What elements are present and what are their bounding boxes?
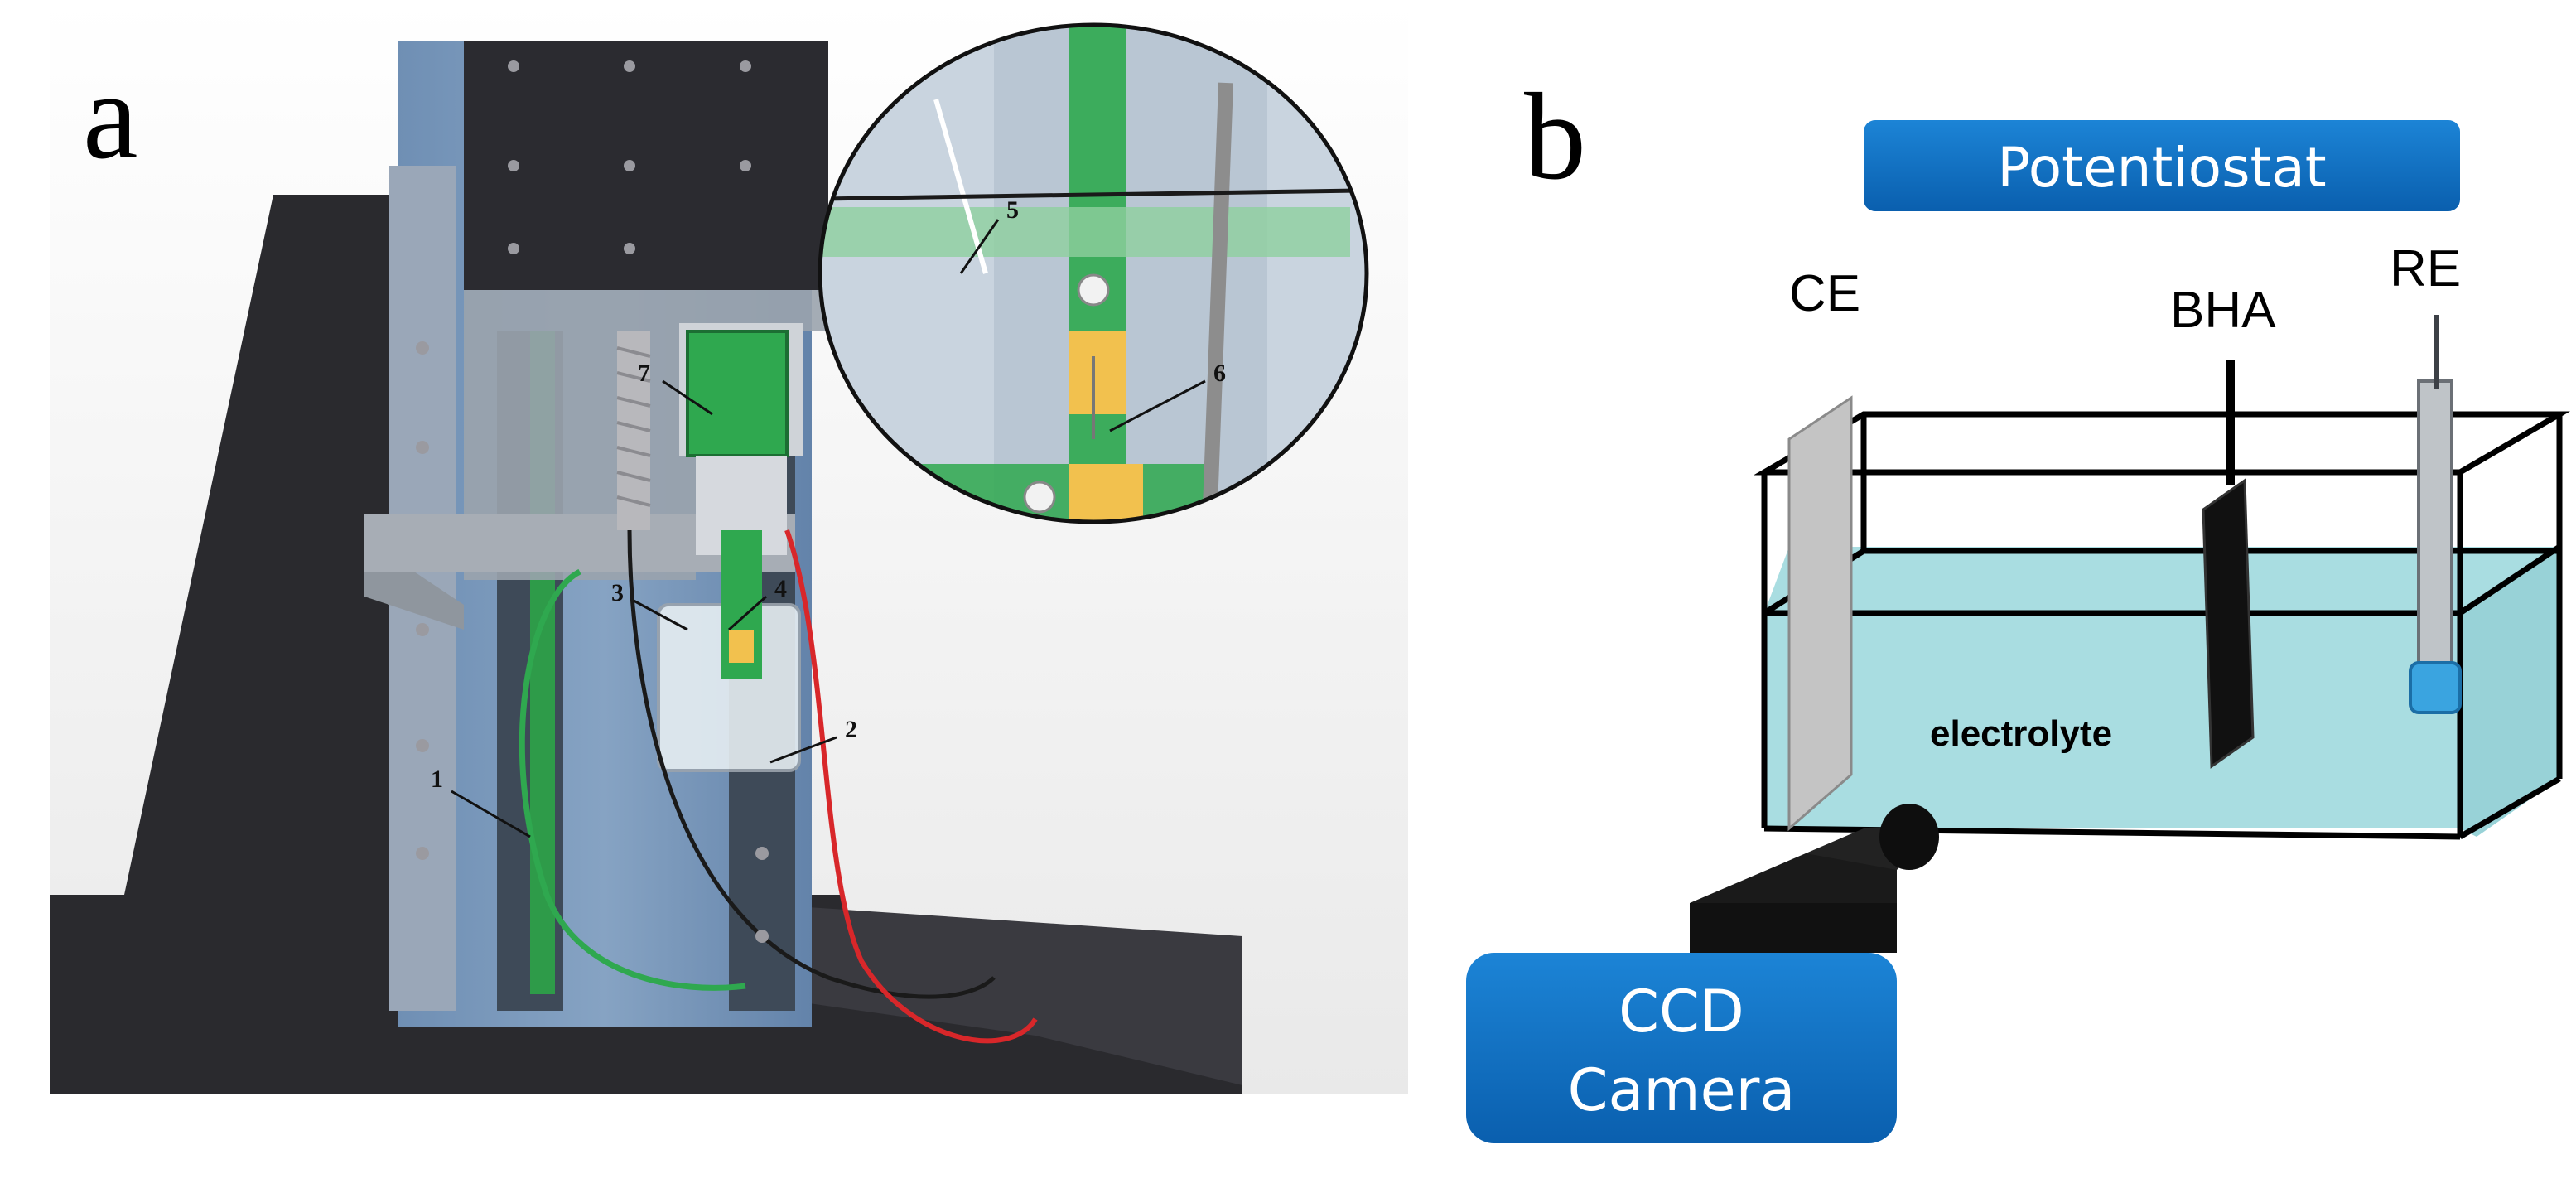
stand-platform xyxy=(745,903,1242,1085)
callout-3: 3 xyxy=(611,579,624,606)
callout-6: 6 xyxy=(1213,360,1226,387)
callout-leaders xyxy=(451,219,1206,838)
top-plate xyxy=(464,41,828,290)
stand-base xyxy=(50,195,1242,1094)
callout-4: 4 xyxy=(774,575,787,602)
potentiostat-box xyxy=(1864,120,2460,211)
re-label: RE xyxy=(2390,240,2461,297)
panel-b: b Potentiostat CE BHA xyxy=(1466,68,2570,1143)
green-board xyxy=(686,330,789,457)
red-wire xyxy=(784,529,1038,1044)
re-tip xyxy=(2409,661,2462,714)
ce-electrode xyxy=(1787,395,1853,832)
callout-7: 7 xyxy=(638,360,650,387)
potentiostat-label: Potentiostat xyxy=(1997,136,2326,200)
panel-b-letter: b xyxy=(1524,68,1586,205)
plate-bolts xyxy=(508,60,751,254)
electrolyte-front xyxy=(1764,613,2460,828)
callout-1: 1 xyxy=(431,766,443,793)
re-electrode xyxy=(2417,379,2453,681)
camera-label-line1: CCD xyxy=(1618,978,1744,1046)
camera-box xyxy=(1466,953,1897,1143)
panel-a-letter: a xyxy=(83,47,138,185)
camera-label-line2: Camera xyxy=(1568,1056,1796,1124)
bha-label: BHA xyxy=(2170,282,2276,339)
magnified-detail-icon xyxy=(818,22,1369,524)
callout-2: 2 xyxy=(845,716,857,743)
callout-5: 5 xyxy=(1006,196,1019,224)
bha-electrode xyxy=(2202,478,2255,769)
electrolyte-label: electrolyte xyxy=(1930,713,2112,754)
ccd-camera-icon xyxy=(1690,804,1939,953)
electrolyte-side xyxy=(2460,547,2559,837)
green-wire xyxy=(519,568,746,991)
panel-a: 1 2 3 4 5 6 7 a xyxy=(50,0,1408,1094)
electrolyte-surface xyxy=(1764,547,2559,613)
black-wire xyxy=(627,529,996,999)
ce-label: CE xyxy=(1789,265,1860,322)
